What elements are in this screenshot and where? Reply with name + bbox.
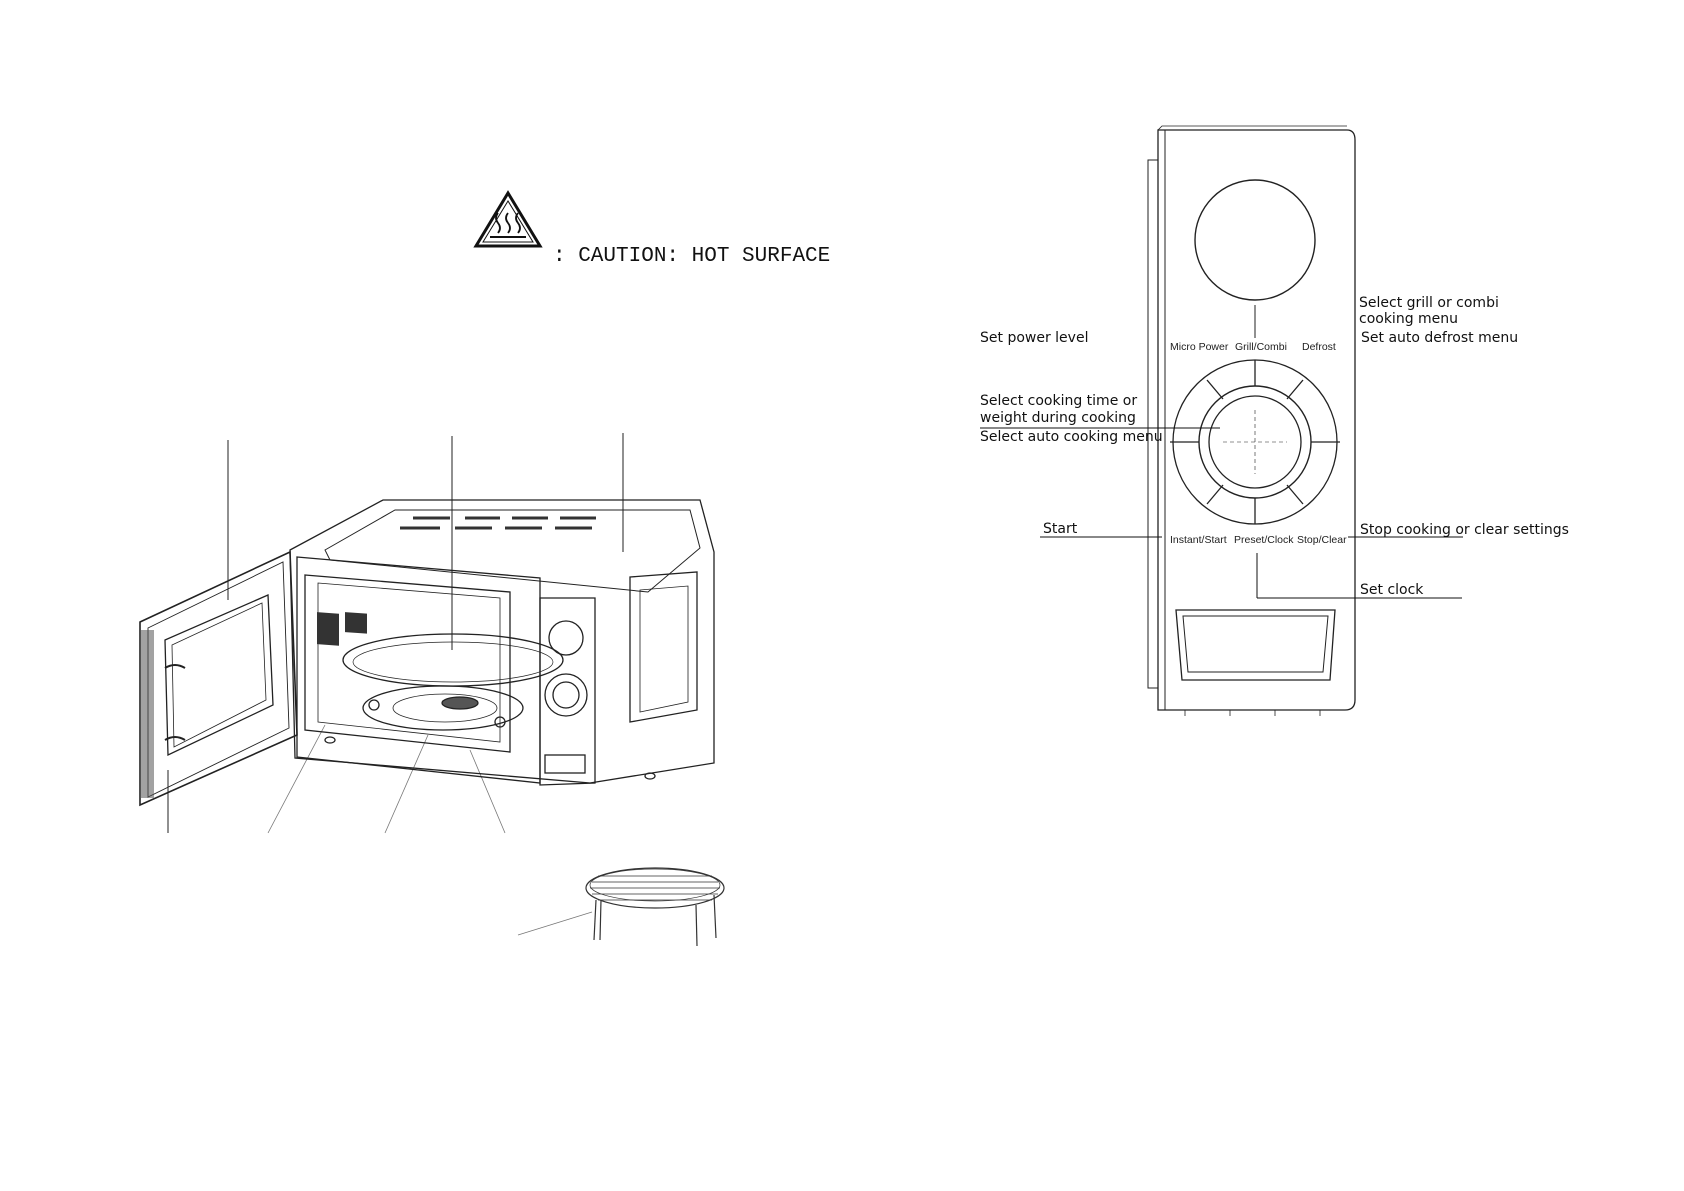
callout-select-time-line2: weight during cooking [980,410,1136,426]
microwave-illustration [139,433,715,834]
micro-power-button[interactable]: Micro Power [1170,341,1229,353]
grill-rack-illustration [517,867,725,947]
callout-set-clock: Set clock [1360,582,1424,598]
hot-surface-warning-icon [473,190,543,248]
grill-combi-button[interactable]: Grill/Combi [1235,341,1287,353]
control-dial[interactable] [1170,359,1340,525]
callout-select-grill-line2: cooking menu [1359,311,1458,327]
callout-start: Start [1043,521,1078,537]
instant-start-button[interactable]: Instant/Start [1170,534,1227,546]
control-panel-drawing [1147,125,1356,716]
defrost-button[interactable]: Defrost [1302,341,1336,353]
door-release-button[interactable] [1175,609,1336,681]
callout-stop-cooking: Stop cooking or clear settings [1360,522,1569,538]
callout-lines [980,427,1463,599]
callout-set-auto-defrost: Set auto defrost menu [1361,330,1518,346]
callout-select-time-line1: Select cooking time or [980,393,1137,409]
caution-text: : CAUTION: HOT SURFACE [553,245,830,268]
stop-clear-button[interactable]: Stop/Clear [1297,534,1347,546]
callout-select-grill-line1: Select grill or combi [1359,295,1499,311]
callout-set-power-level: Set power level [980,330,1088,346]
callout-select-auto-cooking: Select auto cooking menu [980,429,1163,445]
display-window [1194,179,1316,301]
preset-clock-button[interactable]: Preset/Clock [1234,534,1294,546]
